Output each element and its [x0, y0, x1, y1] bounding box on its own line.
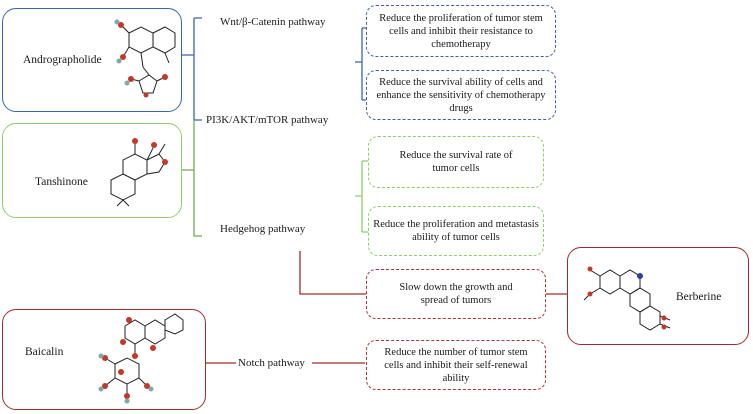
effect-blue-1: Reduce the proliferation of tumor stem c… [366, 5, 556, 57]
effect-blue-2: Reduce the survival ability of cells and… [366, 70, 556, 120]
wnt-pathway-label: Wnt/β-Catenin pathway [220, 16, 326, 28]
tanshinone-structure [110, 138, 168, 207]
berberine-box: Berberine [567, 247, 749, 345]
notch-pathway-label: Notch pathway [238, 357, 305, 369]
andrographolide-box: Andrographolide [2, 8, 182, 112]
andrographolide-structure [114, 19, 176, 98]
blue-effect-bracket [355, 27, 368, 101]
blue-bracket [182, 17, 202, 121]
berberine-label: Berberine [676, 291, 722, 303]
effect-green-2: Reduce the proliferation and metastasis … [368, 206, 544, 256]
green-effect-bracket [355, 160, 368, 233]
hedgehog-pathway-label: Hedgehog pathway [220, 223, 306, 235]
baicalin-box: Baicalin [2, 309, 206, 410]
baicalin-structure [98, 313, 184, 404]
tanshinone-label: Tanshinone [35, 176, 88, 188]
effect-red-1: Slow down the growth and spread of tumor… [366, 269, 546, 319]
andrographolide-label: Andrographolide [23, 54, 102, 66]
pi3k-pathway-label: PI3K/AKT/mTOR pathway [206, 114, 329, 126]
tanshinone-box: Tanshinone [2, 123, 182, 218]
effect-green-1: Reduce the survival rate of tumor cells [368, 136, 544, 188]
baicalin-label: Baicalin [25, 346, 64, 358]
green-bracket [182, 120, 202, 237]
effect-red-2: Reduce the number of tumor stem cells an… [366, 340, 546, 390]
berberine-structure [583, 266, 671, 331]
